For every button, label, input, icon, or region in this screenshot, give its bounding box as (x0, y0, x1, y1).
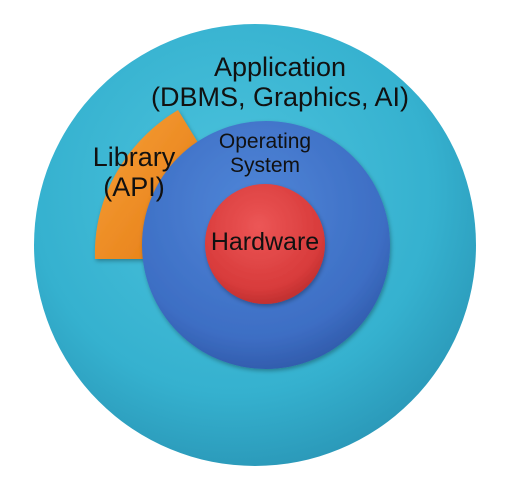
library-layer (94, 110, 200, 259)
hardware-layer (205, 184, 325, 304)
operating-system-label: Operating System (190, 130, 340, 178)
library-label-line2: (API) (103, 172, 165, 203)
hardware-label-text: Hardware (210, 228, 320, 256)
library-label: Library (API) (74, 142, 194, 202)
operating-system-label-line2: System (229, 154, 300, 178)
application-label: Application (DBMS, Graphics, AI) (130, 52, 430, 112)
operating-system-label-line1: Operating (218, 130, 312, 153)
hardware-label: Hardware (190, 228, 340, 256)
application-label-line2: (DBMS, Graphics, AI) (150, 82, 410, 113)
application-label-line1: Application (213, 52, 347, 82)
library-label-line1: Library (92, 142, 176, 172)
